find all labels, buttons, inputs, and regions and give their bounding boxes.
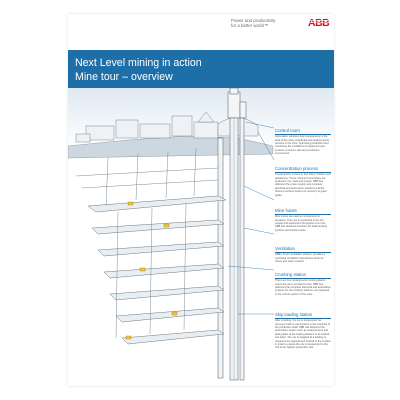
section-heading: Concentration process (275, 166, 318, 171)
section-divider (275, 171, 331, 173)
section-ventilation: Ventilation ABB's Smart ventilation solu… (275, 246, 331, 263)
page-subtitle: Mine tour – overview (75, 71, 173, 83)
surface-plant (75, 111, 259, 143)
tagline: Power and productivity for a better worl… (231, 18, 303, 28)
tagline-line-1: Power and productivity (231, 18, 276, 23)
brochure-page: Power and productivity for a better worl… (68, 14, 334, 386)
section-divider (275, 317, 331, 319)
section-heading: Control room (275, 128, 300, 133)
section-concentration: Concentration process Concentration is d… (275, 166, 331, 197)
section-divider (275, 277, 331, 279)
mine-shafts (217, 117, 245, 381)
section-mine-hoists: Mine hoists Mine hoists are used as conv… (275, 208, 331, 232)
section-divider (275, 133, 331, 135)
section-body: Automation solutions help transparency i… (275, 135, 330, 156)
section-skip-loading: Skip loading station After crushing, the… (275, 312, 331, 350)
section-heading: Crushing station (275, 272, 307, 277)
section-control-room: Control room Automation solutions help t… (275, 128, 331, 156)
ramps (75, 147, 219, 339)
mine-levels (87, 195, 227, 345)
equipment (125, 201, 178, 340)
page-title: Next Level mining in action (75, 57, 202, 69)
section-body: After crushing, the ore is transported v… (275, 319, 331, 350)
section-body: There are four underground crushing plan… (275, 279, 331, 296)
section-heading: Skip loading station (275, 312, 313, 317)
section-body: Concentration is done in four steps, flo… (275, 173, 331, 197)
section-crushing-station: Crushing station There are four undergro… (275, 272, 331, 296)
mine-illustration (68, 88, 334, 381)
page-header: Power and productivity for a better worl… (68, 14, 334, 50)
callout-lines (227, 121, 275, 315)
abb-logo-icon: ABB (308, 17, 330, 28)
section-divider (275, 213, 331, 215)
section-heading: Mine hoists (275, 208, 297, 213)
tagline-line-2: for a better world™ (231, 23, 269, 28)
title-banner (68, 50, 334, 88)
section-body: Mine hoists are used as conveyance to el… (275, 215, 328, 232)
section-heading: Ventilation (275, 246, 295, 251)
section-body: ABB's Smart ventilation solution, provid… (275, 253, 326, 263)
section-divider (275, 251, 331, 253)
